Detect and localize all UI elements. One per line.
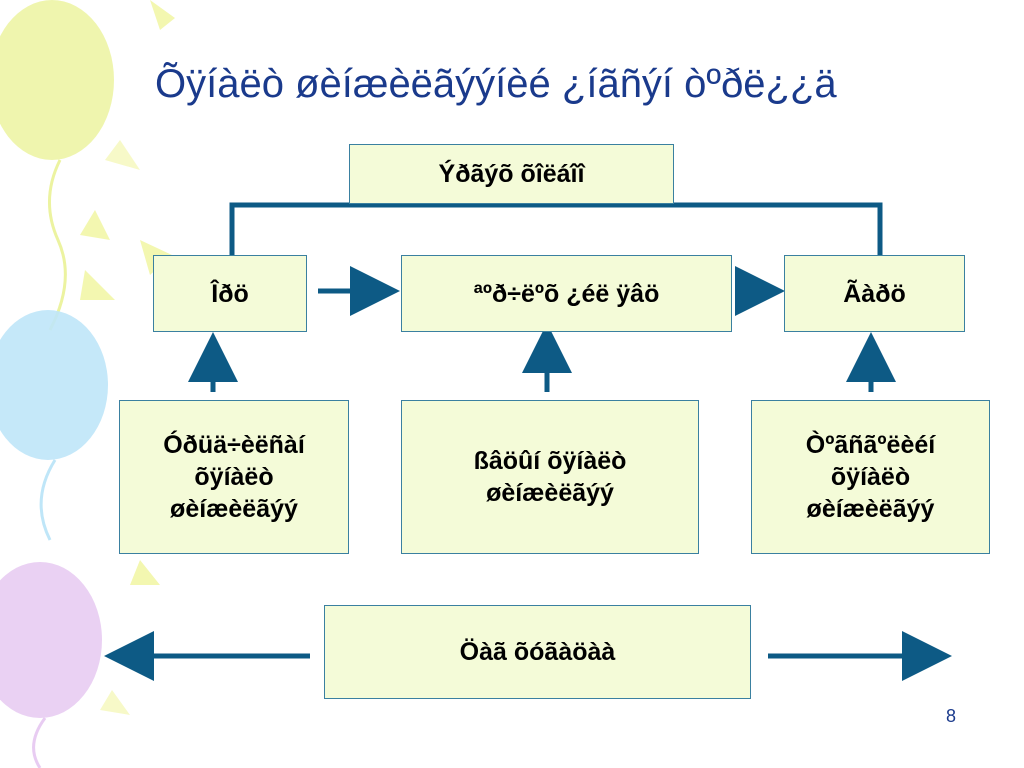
confetti-icon [150,0,175,30]
output-box-label: Ãàðö [843,279,906,308]
input-box-label: Îðö [211,279,249,308]
ongoing-control-label: ßâöûí õÿíàëò øèíæèëãýý [473,447,627,507]
preliminary-control-box: Óðüä÷èëñàí õÿíàëò øèíæèëãýý [119,400,349,554]
final-control-label: Òºãñãºëèéí õÿíàëò øèíæèëãýý [805,431,936,523]
balloon-string-icon [48,159,67,331]
ongoing-control-box: ßâöûí õÿíàëò øèíæèëãýý [401,400,699,554]
time-box: Öàã õóãàöàà [324,605,751,699]
blue-balloon-icon [0,310,108,460]
slide-title: Õÿíàëò øèíæèëãýýíèé ¿íãñýí òºðë¿¿ä [155,62,837,106]
time-box-label: Öàã õóãàöàà [459,638,616,666]
yellow-balloon-icon [0,0,114,160]
process-box: ªºð÷ëºõ ¿éë ÿâö [401,255,732,332]
output-box: Ãàðö [784,255,965,332]
feedback-line [229,202,883,255]
page-number: 8 [946,706,957,726]
preliminary-control-label: Óðüä÷èëñàí õÿíàëò øèíæèëãýý [163,431,305,523]
feedback-box-label: Ýðãýõ õîëáîî [438,160,585,188]
input-box: Îðö [153,255,307,332]
feedback-box: Ýðãýõ õîëáîî [349,144,674,204]
process-box-label: ªºð÷ëºõ ¿éë ÿâö [473,279,660,308]
purple-balloon-icon [0,562,102,718]
final-control-box: Òºãñãºëèéí õÿíàëò øèíæèëãýý [751,400,990,554]
